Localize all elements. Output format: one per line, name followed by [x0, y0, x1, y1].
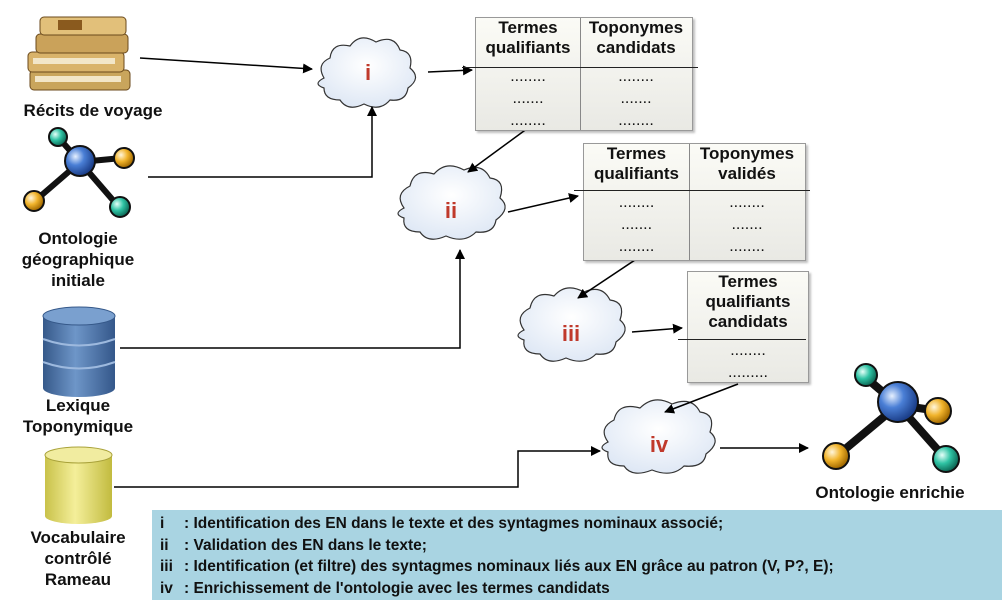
table-row: ........ — [618, 238, 655, 255]
table-row: ....... — [620, 216, 653, 233]
legend-key: i — [160, 515, 165, 532]
source-label-ontologie: Ontologie géographique initiale — [21, 229, 135, 290]
legend-row-i: i : Identification des EN dans le texte e… — [160, 513, 994, 535]
table-row: ........ — [618, 68, 654, 85]
table3-header-rule — [678, 339, 806, 340]
books-icon — [27, 16, 131, 91]
table-row: ........ — [510, 112, 546, 129]
table2-header-termes: Termes qualifiants — [593, 144, 679, 183]
table-row: ........ — [510, 68, 546, 85]
table-row: ......... — [727, 364, 768, 381]
source-label-recits: Récits de voyage — [23, 101, 163, 120]
table1-header-termes: Termes qualifiants — [485, 18, 571, 57]
legend-text: : Validation des EN dans le texte; — [184, 536, 427, 554]
legend-text: : Identification (et filtre) des syntagm… — [184, 558, 834, 575]
legend-key: ii — [160, 536, 169, 554]
table-row: ........ — [729, 238, 765, 255]
table3-header-termes: Termes qualifiants candidats — [705, 272, 791, 331]
table2-header-toponymes: Toponymes validés — [699, 144, 795, 183]
vocabulaire-database-icon — [44, 446, 113, 524]
enriched-ontology-icon — [822, 363, 960, 473]
source-label-lexique: Lexique Toponymique — [22, 396, 134, 436]
table2-col-termes: Termes qualifiants ........ ....... ....… — [584, 144, 690, 260]
legend-row-ii: ii : Validation des EN dans le texte; — [160, 535, 994, 557]
ontology-icon — [23, 127, 135, 218]
step-iv-label: iv — [649, 432, 669, 457]
table-row: ........ — [730, 342, 766, 359]
table3-col-termes: Termes qualifiants candidats ........ ..… — [688, 272, 808, 382]
step-iii-label: iii — [561, 321, 581, 346]
legend-key: iv — [160, 579, 173, 597]
legend-row-iv: iv : Enrichissement de l'ontologie avec l… — [160, 578, 994, 600]
connector-lines — [114, 57, 809, 488]
lexique-database-icon — [42, 306, 116, 397]
table1-header-rule — [462, 67, 698, 68]
table2-rows-termes: ........ ....... ........ — [584, 192, 689, 258]
table-row: ....... — [512, 90, 544, 107]
table-row: ....... — [620, 90, 652, 107]
table-row: ....... — [731, 216, 763, 233]
table1-header-toponymes: Toponymes candidats — [588, 18, 684, 57]
cloud-step-ii — [397, 165, 506, 240]
table2-col-toponymes: Toponymes validés ........ ....... .....… — [689, 144, 805, 260]
cloud-step-iv — [601, 399, 716, 474]
table1-rows-termes: ........ ....... ........ — [476, 66, 580, 132]
legend-text: : Enrichissement de l'ontologie avec les… — [184, 579, 610, 597]
cloud-step-iii — [517, 287, 626, 362]
step-i-label: i — [364, 60, 372, 85]
table3-rows-termes: ........ ......... — [688, 340, 808, 384]
table1-rows-toponymes: ........ ....... ........ — [580, 66, 692, 132]
table2-header-rule — [574, 190, 810, 191]
table-row: ........ — [618, 194, 655, 211]
table1-col-toponymes: Toponymes candidats ........ ....... ...… — [580, 18, 692, 130]
table2-rows-toponymes: ........ ....... ........ — [689, 192, 805, 258]
table-row: ........ — [729, 194, 765, 211]
table-valides: Termes qualifiants ........ ....... ....… — [583, 143, 806, 261]
result-label: Ontologie enrichie — [815, 483, 965, 502]
cloud-step-i — [317, 37, 417, 108]
table-candidats: Termes qualifiants ........ ....... ....… — [475, 17, 693, 131]
legend-row-iii: iii : Identification (et filtre) des synt… — [160, 556, 994, 578]
step-ii-label: ii — [444, 198, 458, 223]
legend-text: : Identification des EN dans le texte et… — [184, 515, 724, 532]
table1-col-termes: Termes qualifiants ........ ....... ....… — [476, 18, 581, 130]
legend-box: i : Identification des EN dans le texte e… — [152, 510, 1002, 600]
table-termes-candidats: Termes qualifiants candidats ........ ..… — [687, 271, 809, 383]
source-label-vocabulaire: Vocabulaire contrôlé Rameau — [30, 528, 126, 589]
legend-key: iii — [160, 558, 173, 575]
table-row: ........ — [618, 112, 654, 129]
